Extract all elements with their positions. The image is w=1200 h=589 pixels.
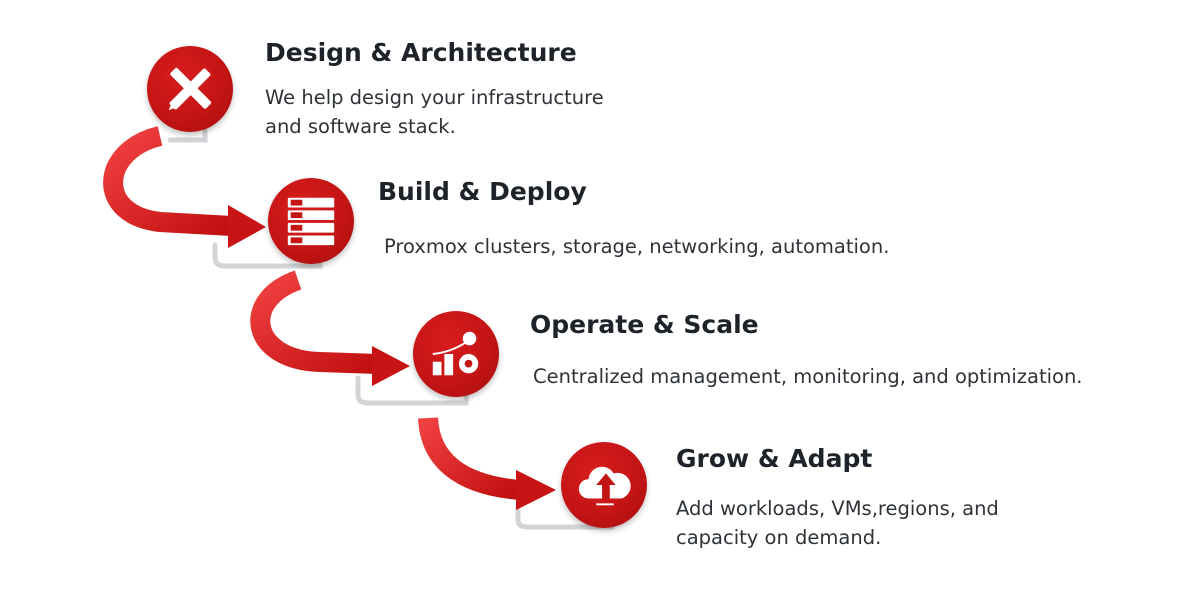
- step-3-description: Centralized management, monitoring, and …: [533, 362, 1083, 391]
- step-4-line-2: capacity on demand.: [676, 526, 882, 549]
- pencil-ruler-icon: [168, 67, 212, 111]
- step-4-title: Grow & Adapt: [676, 444, 873, 473]
- connector-line-2: [212, 242, 323, 269]
- step-3-badge: [413, 311, 499, 397]
- connector-line-4: [515, 505, 615, 530]
- step-3-title: Operate & Scale: [530, 310, 759, 339]
- step-4-line-1: Add workloads, VMs,regions, and: [676, 497, 999, 520]
- step-2-title: Build & Deploy: [378, 177, 587, 206]
- server-rack-icon: [287, 197, 335, 246]
- step-2-description: Proxmox clusters, storage, networking, a…: [384, 232, 889, 261]
- arrow-2: [250, 270, 379, 374]
- step-3-line-1: Centralized management, monitoring, and …: [533, 365, 1083, 388]
- arrow-3: [418, 417, 521, 500]
- step-2-line-1: Proxmox clusters, storage, networking, a…: [384, 235, 890, 258]
- step-4-badge: [561, 442, 647, 528]
- connector-line-1: [167, 127, 208, 143]
- step-1-line-2: and software stack.: [265, 115, 456, 138]
- arrowhead-2: [372, 346, 410, 386]
- arrowhead-1: [228, 205, 266, 248]
- cloud-upload-icon: [578, 466, 631, 506]
- step-1-description: We help design your infrastructure and s…: [265, 83, 604, 141]
- arrowhead-3: [516, 470, 556, 510]
- step-1-title: Design & Architecture: [265, 38, 577, 67]
- arrow-1: [103, 126, 233, 236]
- step-4-description: Add workloads, VMs,regions, and capacity…: [676, 494, 999, 552]
- chart-gears-icon: [432, 331, 479, 376]
- step-2-badge: [268, 178, 354, 264]
- step-1-badge: [147, 46, 233, 132]
- connector-line-3: [355, 375, 469, 406]
- step-1-line-1: We help design your infrastructure: [265, 86, 604, 109]
